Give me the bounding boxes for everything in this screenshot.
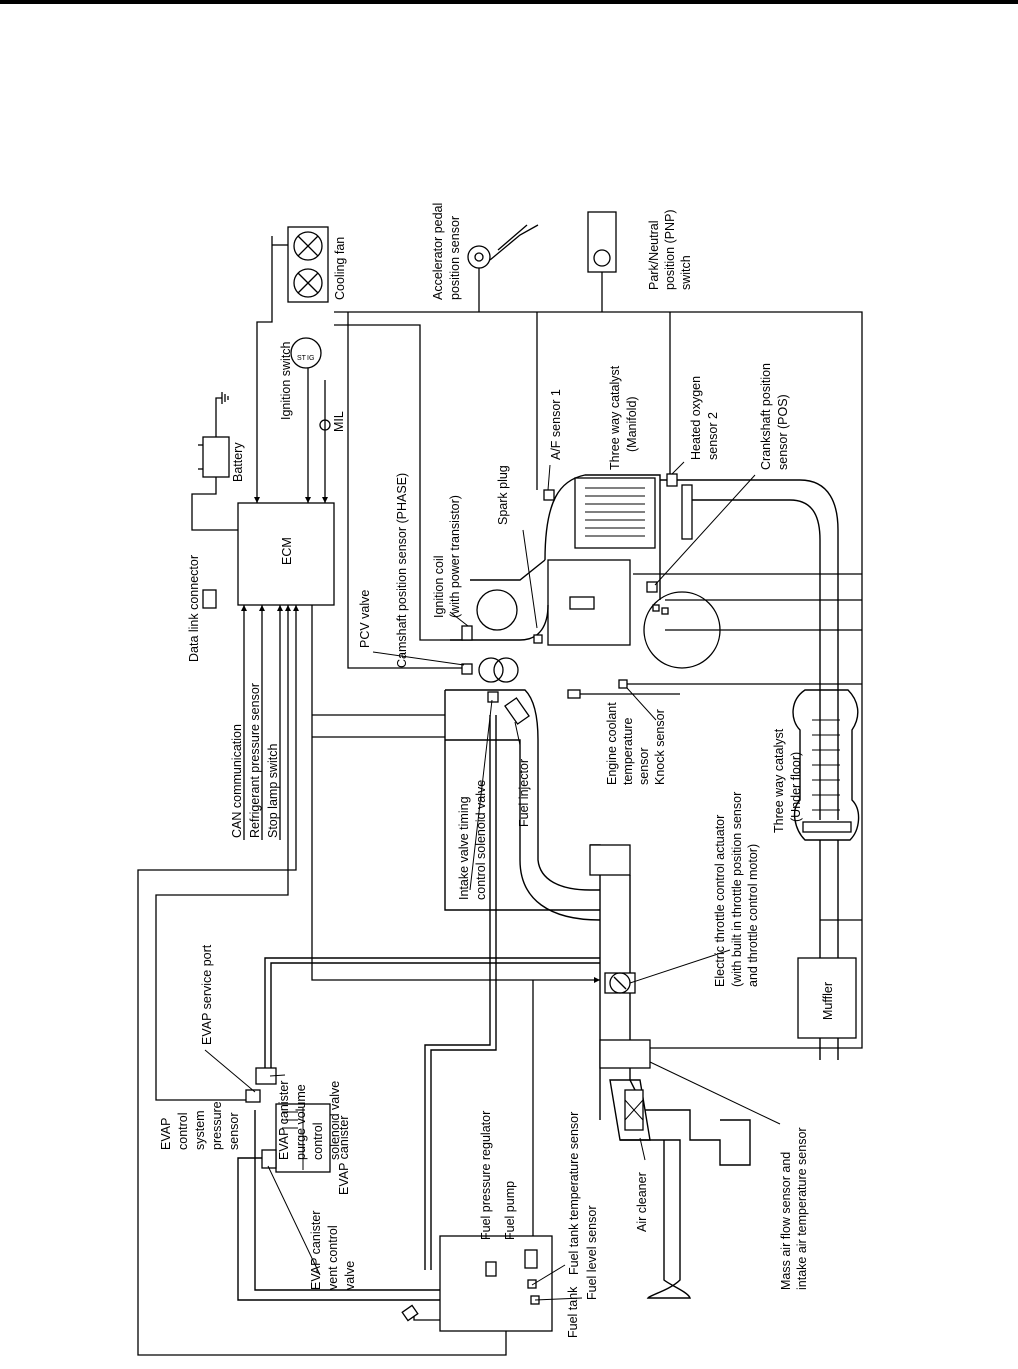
engine [444, 473, 839, 921]
heated-oxygen-label-2: sensor 2 [706, 412, 720, 460]
refrigerant-pressure-sensor-label: Refrigerant pressure sensor [248, 683, 262, 838]
header-rule [0, 0, 1018, 4]
pnp-label-2: position (PNP) [663, 209, 677, 290]
sensor-wires [536, 312, 862, 921]
battery-label: Battery [231, 442, 245, 482]
throttle-label-3: and throttle control motor) [746, 844, 760, 987]
crankshaft-label-2: sensor (POS) [776, 394, 790, 470]
engine-labels: Camshaft position sensor (PHASE) A/F sen… [358, 363, 790, 900]
twc-manifold-label-2: (Manifold) [625, 396, 639, 452]
evap-purge-label-4: solenoid valve [328, 1081, 342, 1160]
ignition-switch: ST IG Ignition switch [279, 337, 322, 420]
evap-pressure-label-5: sensor [227, 1112, 241, 1150]
accelerator-pedal-label-2: position sensor [448, 216, 462, 300]
pnp-label-1: Park/Neutral [647, 221, 661, 290]
fuel-pressure-regulator-label: Fuel pressure regulator [479, 1111, 493, 1240]
data-link-connector-label: Data link connector [187, 555, 201, 662]
evap-vent-label-2: vent control [326, 1225, 340, 1290]
intake-system: Electric throttle control actuator (with… [599, 792, 809, 1299]
mil-label: MIL [332, 411, 346, 432]
cooling-fan-label: Cooling fan [333, 237, 347, 300]
evap-vent-label-3: valve [343, 1261, 357, 1290]
intake-valve-label-2: control solenoid valve [474, 780, 488, 900]
pnp-label-3: switch [679, 255, 693, 290]
evap-purge-label-3: control [311, 1122, 325, 1160]
evap-canister-label: EVAP canister [337, 1116, 351, 1195]
evap-pressure-label-1: EVAP [159, 1118, 173, 1150]
twc-floor-label-2: (Under floor) [789, 752, 803, 822]
svg-text:ST: ST [297, 355, 307, 362]
svg-text:IG: IG [307, 355, 314, 362]
fuel-injector-label: Fuel injector [517, 759, 531, 827]
knock-sensor-label: Knock sensor [653, 709, 667, 785]
cooling-fan: Cooling fan [272, 226, 347, 303]
fuel-pump-label: Fuel pump [503, 1181, 517, 1240]
mil-lamp: MIL [319, 411, 346, 432]
fuel-tank-temp-label: Fuel tank temperature sensor [567, 1112, 581, 1275]
evap-purge-label-1: EVAP canister [277, 1081, 291, 1160]
evap-pressure-label-4: pressure [210, 1101, 224, 1150]
evap-pressure-label-3: system [193, 1110, 207, 1150]
evap-purge-label-2: purge volume [294, 1084, 308, 1160]
ignition-switch-label: Ignition switch [279, 341, 293, 420]
accelerator-pedal-label-1: Accelerator pedal [431, 203, 445, 300]
maf-label-2: intake air temperature sensor [795, 1127, 809, 1290]
throttle-label-1: Electric throttle control actuator [713, 815, 727, 987]
fuel-tank-label: Fuel tank [566, 1286, 580, 1338]
twc-manifold-label-1: Three way catalyst [608, 365, 622, 470]
fuel-level-label: Fuel level sensor [585, 1206, 599, 1301]
evap-service-port-label: EVAP service port [200, 944, 214, 1045]
ignition-coil-label-1: Ignition coil [432, 555, 446, 618]
battery: Battery [191, 392, 245, 531]
coolant-label-3: sensor [637, 747, 651, 785]
underfloor-exhaust: Muffler Three way catalyst (Under floor) [772, 689, 860, 1060]
data-link-connector: Data link connector [187, 555, 217, 662]
stop-lamp-switch-label: Stop lamp switch [266, 743, 280, 838]
maf-label-1: Mass air flow sensor and [779, 1152, 793, 1290]
coolant-label-2: temperature [621, 718, 635, 785]
crankshaft-label-1: Crankshaft position [759, 363, 773, 470]
evap-fuel-system: EVAP service port EVAP canister purge vo… [159, 715, 600, 1338]
af-sensor-label: A/F sensor 1 [549, 389, 563, 460]
throttle-label-2: (with built in throttle position sensor [730, 792, 744, 987]
ecm-block: ECM [237, 502, 335, 606]
pcv-valve-label: PCV valve [358, 590, 372, 648]
pnp-switch: Park/Neutral position (PNP) switch [587, 209, 693, 312]
can-communication-label: CAN communication [230, 724, 244, 838]
twc-floor-label-1: Three way catalyst [772, 728, 786, 833]
spark-plug-label: Spark plug [496, 465, 510, 525]
evap-pressure-label-2: control [176, 1112, 190, 1150]
muffler-label: Muffler [821, 982, 835, 1020]
heated-oxygen-label-1: Heated oxygen [689, 376, 703, 460]
intake-valve-label-1: Intake valve timing [457, 796, 471, 900]
evap-vent-label-1: EVAP canister [309, 1211, 323, 1290]
ignition-coil-label-2: (with power transistor) [448, 495, 462, 618]
air-cleaner-label: Air cleaner [635, 1172, 649, 1232]
ecm-label: ECM [280, 537, 294, 565]
camshaft-sensor-label: Camshaft position sensor (PHASE) [395, 473, 409, 668]
accelerator-pedal-sensor: Accelerator pedal position sensor [431, 203, 539, 312]
coolant-label-1: Engine coolant [605, 702, 619, 785]
ecm-input-lines: CAN communication Refrigerant pressure s… [137, 605, 507, 1356]
